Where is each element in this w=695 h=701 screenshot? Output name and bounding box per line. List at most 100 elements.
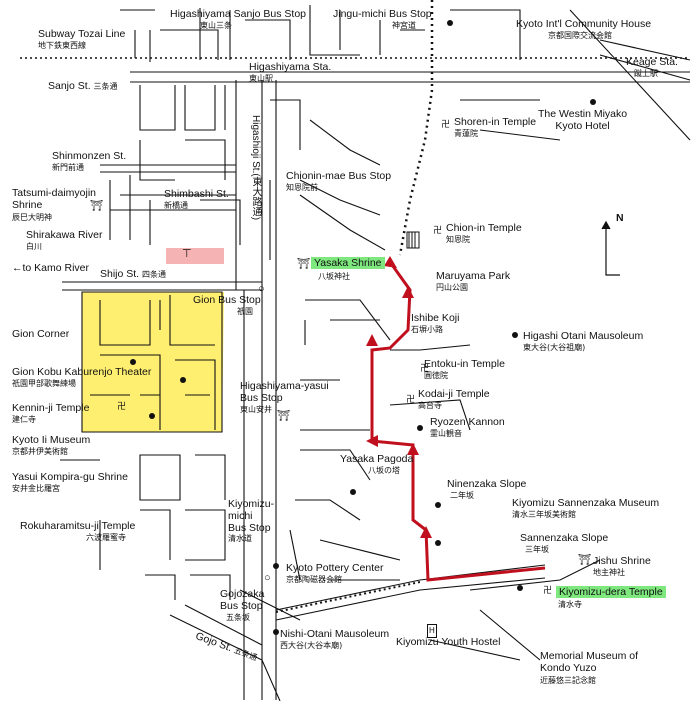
dot-icon: [447, 20, 453, 26]
label-gion-bus: Gion Bus Stop: [193, 294, 261, 306]
label-kyoto-intl: Kyoto Int'l Community House: [516, 18, 652, 30]
dot-icon: [590, 99, 596, 105]
label-subway-tozai: Subway Tozai Line: [38, 28, 126, 40]
bus-stop-icon: ○: [264, 572, 271, 584]
label-higashi-otani-jp: 東大谷(大谷祖廟): [523, 343, 586, 352]
label-shinmonzen-jp: 新門前通: [52, 163, 84, 172]
label-yasaka-pagoda-jp: 八坂の塔: [368, 466, 400, 475]
label-yasaka-shrine-jp: 八坂神社: [318, 272, 350, 281]
dot-icon: [435, 502, 441, 508]
label-jishu-jp: 地主神社: [593, 568, 625, 577]
walking-path-dotted-lower: [275, 581, 421, 613]
label-nishi-otani-jp: 西大谷(大谷本廟): [280, 641, 343, 650]
label-jishu: Jishu Shrine: [593, 555, 651, 567]
label-youth-hostel: Kiyomizu Youth Hostel: [396, 636, 501, 648]
keage-lines: [569, 9, 691, 141]
torii-icon: ⛩: [297, 258, 311, 270]
block-outlines-upper: [120, 5, 425, 62]
label-ninenzaka-jp: 二年坂: [450, 491, 474, 500]
bus-stop-icon: ⊤: [182, 248, 192, 260]
temple-icon: 卍: [543, 585, 553, 595]
dot-icon: [149, 413, 155, 419]
gion-grid: [81, 291, 223, 433]
label-sannenzaka-museum-jp: 清水三年坂美術館: [512, 510, 576, 519]
label-tatsumi: Tatsumi-daimyojin Shrine: [12, 187, 97, 211]
label-chionin-mae-jp: 知恩院前: [286, 183, 318, 192]
label-nishi-otani: Nishi-Otani Mausoleum: [280, 628, 390, 640]
torii-icon: ⛩: [578, 554, 592, 566]
label-gion-kobu: Gion Kobu Kaburenjo Theater: [12, 366, 152, 378]
block-outlines-kiyomizu: [289, 299, 471, 581]
label-kiyomizu-dera[interactable]: Kiyomizu-dera Temple: [556, 586, 666, 598]
station-icon: [406, 231, 420, 249]
label-yasaka-pagoda: Yasaka Pagoda: [340, 453, 414, 465]
label-shinmonzen: Shinmonzen St.: [52, 150, 127, 162]
dot-icon: [435, 540, 441, 546]
label-kodai-ji: Kodai-ji Temple: [418, 388, 490, 400]
label-yasaka-shrine[interactable]: Yasaka Shrine: [311, 257, 385, 269]
label-gojozaka-jp: 五条坂: [226, 613, 250, 622]
route-arrow-1: [384, 256, 397, 268]
label-jingu-michi-jp: 神宮道: [392, 21, 416, 30]
label-tatsumi-jp: 辰巳大明神: [12, 213, 52, 222]
label-chion-in: Chion-in Temple: [446, 222, 522, 234]
route-arrow-6: [420, 526, 432, 538]
gojo-street: [169, 589, 301, 701]
route-arrow-4: [366, 435, 378, 447]
dot-icon: [273, 629, 279, 635]
shinmonzen-street: [100, 164, 236, 173]
label-kiyomizu-michi: Kiyomizu- michi Bus Stop: [228, 498, 275, 534]
label-keage: Keage Sta.: [626, 56, 678, 68]
label-higashiyama-sanjo-jp: 東山三条: [200, 21, 232, 30]
label-higashiyama-sta-jp: 東山駅: [249, 74, 273, 83]
hostel-icon: H: [427, 624, 437, 638]
temple-icon: 卍: [117, 401, 127, 411]
label-keage-jp: 蹴上駅: [634, 69, 658, 78]
label-shoren-in-jp: 青蓮院: [454, 129, 478, 138]
bus-stop-icon: ○: [258, 283, 265, 295]
label-kyoto-intl-jp: 京都国際交流会館: [548, 31, 612, 40]
temple-icon: 卍: [406, 394, 416, 404]
label-ishibe-jp: 石塀小路: [411, 325, 443, 334]
label-yasui-kompira: Yasui Kompira-gu Shrine: [12, 471, 128, 483]
label-kodai-ji-jp: 高台寺: [418, 401, 442, 410]
dot-icon: [130, 359, 136, 365]
label-maruyama-jp: 円山公園: [436, 283, 468, 292]
label-kyoto-ii: Kyoto Ii Museum: [12, 434, 91, 446]
shijo-highlight-block: [166, 248, 224, 264]
label-ninenzaka: Ninenzaka Slope: [447, 478, 527, 490]
block-outlines-lower: [60, 454, 231, 600]
label-shirakawa-jp: 白川: [26, 242, 42, 251]
label-rokuharamitsu: Rokuharamitsu-ji Temple: [20, 520, 136, 532]
label-sannenzaka: Sannenzaka Slope: [520, 532, 609, 544]
label-higashi-otani: Higashi Otani Mausoleum: [523, 330, 644, 342]
label-kiyomizu-dera-jp: 清水寺: [558, 600, 582, 609]
label-yasui-kompira-jp: 安井金比羅宮: [12, 484, 60, 493]
label-shirakawa: Shirakawa River: [26, 229, 103, 241]
block-outlines-right: [269, 99, 386, 260]
label-kennin-ji-jp: 建仁寺: [12, 415, 36, 424]
label-kiyomizu-michi-jp: 清水道: [228, 534, 252, 543]
label-memorial-jp: 近藤悠三記念館: [540, 676, 596, 685]
temple-icon: 卍: [420, 363, 430, 373]
label-higashioji: Higashioji St.(東大路通): [250, 115, 261, 221]
gion-district-area: [82, 292, 224, 432]
label-shoren-in: Shoren-in Temple: [454, 116, 537, 128]
label-chionin-mae: Chionin-mae Bus Stop: [286, 170, 392, 182]
dot-icon: [273, 563, 279, 569]
label-maruyama: Maruyama Park: [436, 270, 511, 282]
higashioji-street: [261, 80, 277, 700]
north-label: N: [616, 212, 624, 224]
label-sannenzaka-jp: 三年坂: [525, 545, 549, 554]
label-jingu-michi: Jingu-michi Bus Stop: [333, 8, 432, 20]
label-gion-corner: Gion Corner: [12, 328, 70, 340]
dot-icon: [417, 425, 423, 431]
street-west: [235, 80, 245, 700]
label-sanjo-st: Sanjo St. 三条通: [48, 80, 118, 92]
label-kyoto-ii-jp: 京都井伊美術館: [12, 447, 68, 456]
route-arrow-5: [407, 443, 419, 455]
label-gojozaka: Gojozaka Bus Stop: [220, 588, 265, 612]
sanjo-street: [130, 71, 690, 83]
